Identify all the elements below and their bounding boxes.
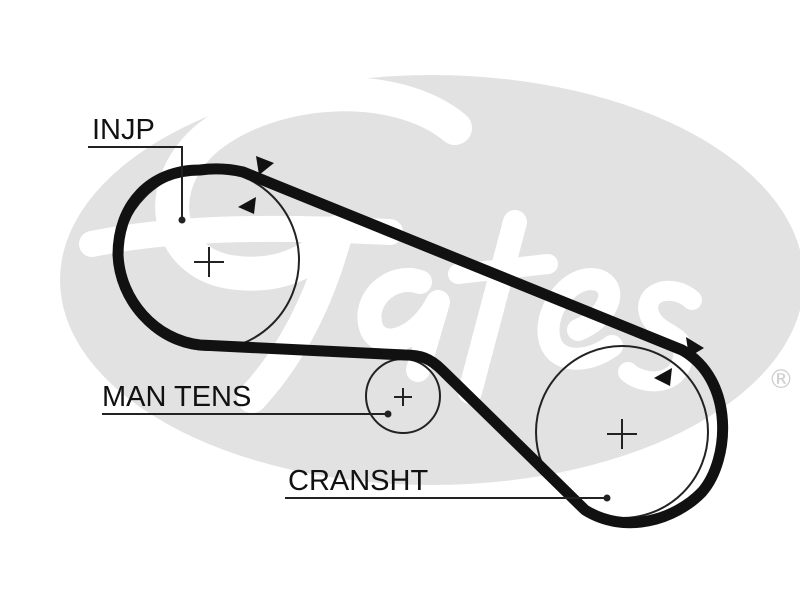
plus-icon (394, 388, 412, 406)
timing-belt (112, 163, 729, 529)
leader-dots (178, 216, 611, 502)
direction-arrow-icon (686, 337, 704, 357)
direction-arrow-icon (238, 197, 256, 214)
watermark-lettering (79, 77, 702, 413)
registered-mark: ® (768, 365, 794, 395)
gates-watermark: ® (60, 75, 800, 485)
injp-leader (88, 146, 183, 218)
leader-lines (88, 146, 605, 499)
direction-arrow-icon (256, 156, 274, 175)
center-marks (194, 247, 637, 449)
plus-icon (607, 419, 637, 449)
man-tens-label: MAN TENS (102, 381, 251, 413)
rotation-arrows (238, 156, 704, 386)
injp-label: INJP (92, 114, 155, 146)
cransht-label: CRANSHT (288, 465, 428, 497)
direction-arrow-icon (654, 368, 672, 386)
plus-icon (194, 247, 224, 277)
